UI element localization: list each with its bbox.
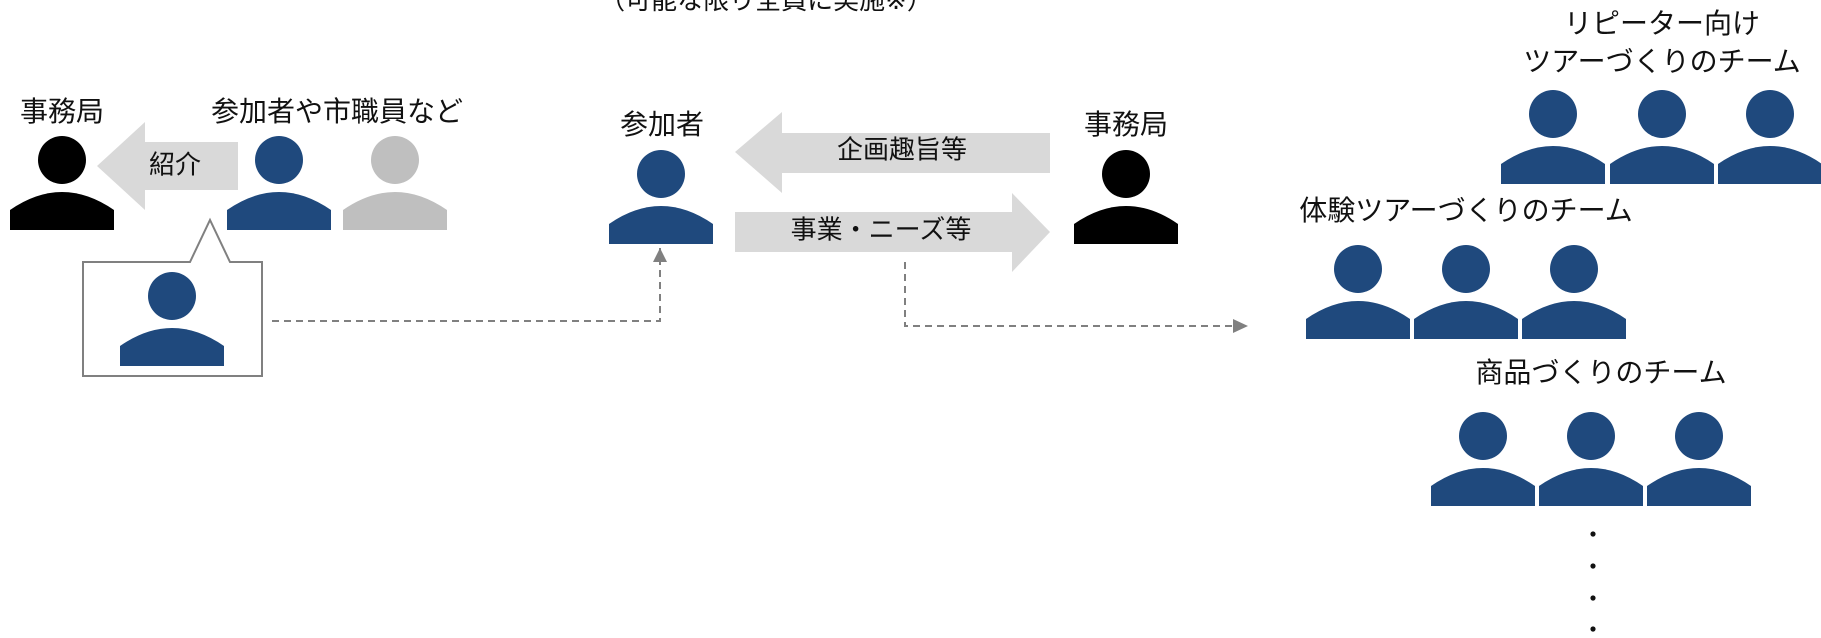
purpose-arrow-label: 企画趣旨等	[836, 135, 968, 166]
needs-arrow-label: 事業・ニーズ等	[790, 215, 972, 246]
continuation-dots	[1590, 531, 1596, 632]
referral-arrow	[97, 122, 238, 210]
person-icon	[1718, 90, 1821, 184]
referral-arrow-label: 紹介	[148, 150, 202, 181]
purpose-arrow	[735, 112, 1050, 193]
person-icon	[609, 150, 713, 244]
person-icon	[1414, 245, 1518, 339]
dashed-connector-to-teams	[904, 262, 1233, 327]
team-label: リピーター向け	[1563, 7, 1761, 40]
person-icon	[1306, 245, 1410, 339]
team-label: ツアーづくりのチーム	[1523, 45, 1801, 78]
team-label: 商品づくりのチーム	[1475, 356, 1727, 389]
dashed-connector-arrowhead	[653, 248, 667, 262]
person-icon	[120, 272, 224, 366]
person-icon	[343, 136, 447, 230]
person-icon	[1539, 412, 1643, 506]
referrers-label: 参加者や市職員など	[210, 95, 464, 128]
person-icon	[1647, 412, 1751, 506]
person-icon	[10, 136, 114, 230]
person-icon	[1501, 90, 1605, 184]
team-label: 体験ツアーづくりのチーム	[1299, 194, 1633, 227]
person-icon	[1610, 90, 1714, 184]
secretariat-label: 事務局	[19, 95, 105, 128]
person-icon	[1074, 150, 1178, 244]
note-text: （可能な限り全員に実施※）	[599, 0, 933, 16]
participant-label: 参加者	[619, 108, 705, 141]
person-icon	[1522, 245, 1626, 339]
dashed-connector-arrowhead	[1233, 319, 1248, 333]
dashed-connector-to-participant	[272, 248, 661, 322]
person-icon	[227, 136, 331, 230]
needs-arrow	[735, 193, 1050, 272]
person-icon	[1431, 412, 1535, 506]
secretariat-label: 事務局	[1083, 108, 1169, 141]
